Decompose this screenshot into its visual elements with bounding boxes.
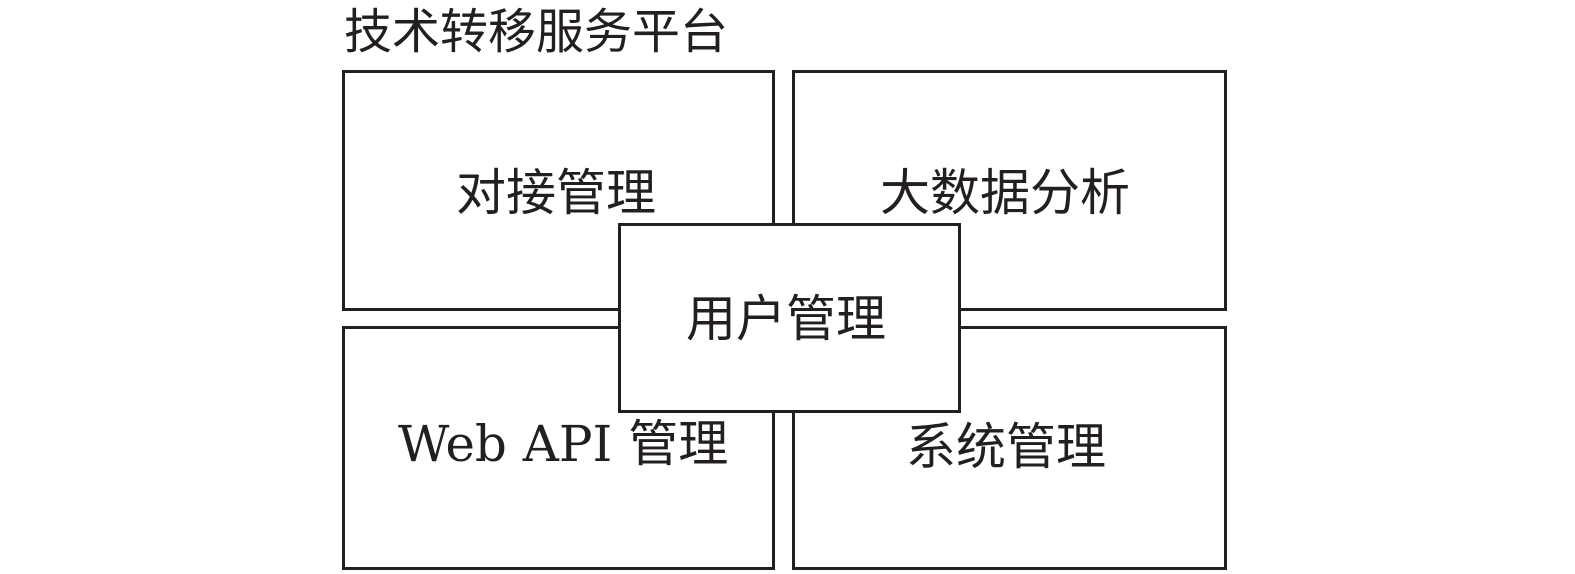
module-box-docking-management xyxy=(342,70,775,311)
module-label-web-api-management: Web API 管理 xyxy=(398,415,729,473)
module-label-user-management: 用户管理 xyxy=(686,290,886,348)
module-label-big-data-analysis: 大数据分析 xyxy=(880,164,1130,222)
platform-title: 技术转移服务平台 xyxy=(344,4,729,60)
module-label-docking-management: 对接管理 xyxy=(456,164,656,222)
module-label-system-management: 系统管理 xyxy=(906,418,1106,476)
module-box-user-management xyxy=(618,223,961,413)
